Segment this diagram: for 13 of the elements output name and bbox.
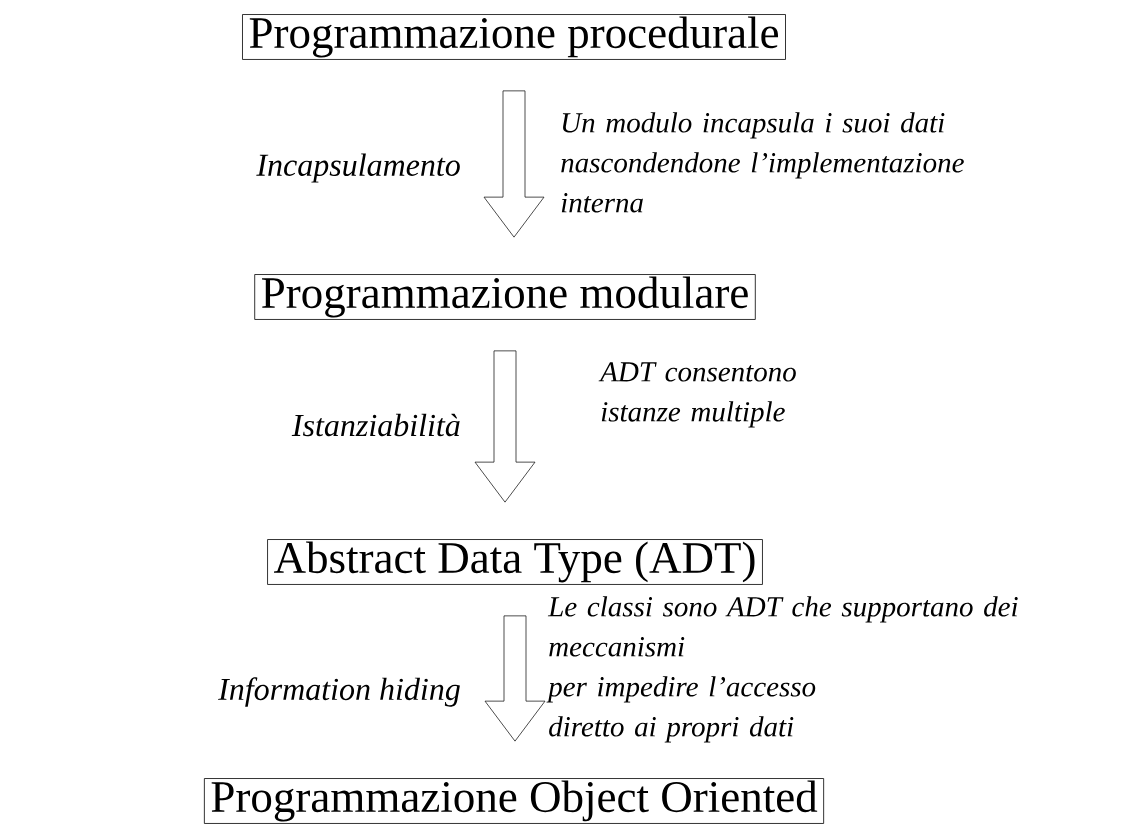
- annotation-text: per impedire l’accesso diretto ai propri dati: [546, 676, 816, 743]
- process-box: Abstract Data Type (ADT): [267, 539, 763, 585]
- block-arrow: [483, 90, 545, 238]
- edge-label: Incapsulamento: [256, 153, 460, 183]
- block-arrow: [474, 350, 536, 503]
- edge-label: Information hiding: [218, 677, 460, 707]
- annotation-text: Un modulo incapsula i suoi dati nascondendone l’implementazione interna: [561, 112, 964, 213]
- block-arrow: [484, 615, 546, 742]
- annotation-text: ADT consentono istanze multiple: [598, 362, 796, 428]
- edge-label: Istanziabilità: [291, 413, 460, 437]
- process-box: Programmazione procedurale: [242, 14, 786, 60]
- process-box: Programmazione Object Oriented: [203, 778, 825, 824]
- process-box: Programmazione modulare: [254, 274, 756, 320]
